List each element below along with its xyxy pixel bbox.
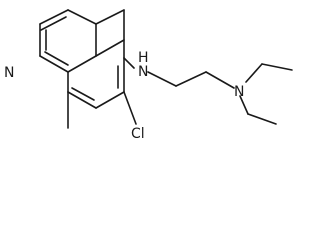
bond — [40, 16, 67, 31]
ethyl-bond — [247, 113, 277, 125]
chloro-bond — [123, 91, 137, 125]
linker-bond — [205, 71, 235, 89]
bond — [67, 91, 97, 109]
bond — [95, 39, 125, 57]
ethyl-bond — [239, 95, 249, 115]
diethyl-nitrogen-label: N — [234, 84, 244, 100]
bond — [71, 87, 95, 101]
bond — [44, 51, 69, 66]
pyridine-ring — [39, 9, 97, 73]
bond — [95, 91, 125, 109]
amine-n-label: N — [138, 64, 148, 80]
bond — [39, 9, 69, 25]
linker-bond — [175, 71, 207, 87]
amine-h-label: H — [138, 50, 149, 66]
bond — [95, 9, 125, 25]
structure-diagram: N H N N Cl — [4, 9, 293, 142]
bond — [67, 55, 97, 73]
ethyl-bond — [245, 63, 263, 83]
linker-bond — [147, 71, 177, 87]
amine-ring-bond — [123, 57, 135, 69]
benzene-ring — [67, 9, 125, 109]
bond — [39, 55, 69, 73]
ethyl-bond — [261, 63, 293, 71]
bond — [67, 9, 97, 25]
chlorine-label: Cl — [131, 126, 145, 142]
ring-nitrogen-label: N — [4, 65, 14, 81]
